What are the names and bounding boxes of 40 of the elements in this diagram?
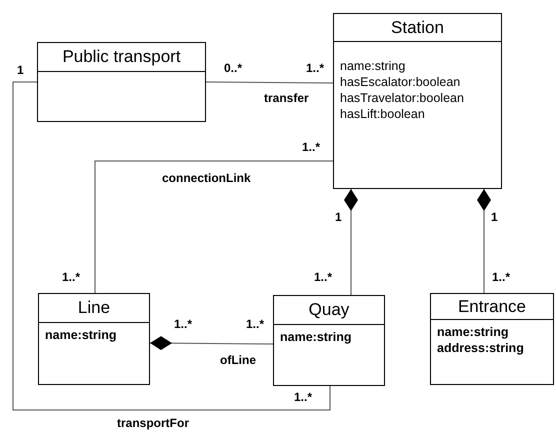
class-box <box>430 293 554 385</box>
multiplicity-label: 1 <box>491 210 498 224</box>
class-box <box>37 42 206 122</box>
multiplicity-label: 1 <box>335 210 342 224</box>
class-name: Quay <box>308 300 350 319</box>
attribute-text: hasLift:boolean <box>340 106 425 122</box>
attribute-text: hasTravelator:boolean <box>340 90 464 106</box>
association-line <box>94 160 334 294</box>
multiplicity-label: 1..* <box>302 140 320 154</box>
class-box <box>38 293 150 385</box>
attribute-text: address:string <box>437 340 524 356</box>
multiplicity-label: 1..* <box>306 61 324 75</box>
multiplicity-label: 1..* <box>492 270 510 284</box>
attribute-text: name:string <box>280 329 352 345</box>
multiplicity-label: 1..* <box>62 270 80 284</box>
association-line <box>12 82 330 410</box>
class-name: Station <box>391 18 444 37</box>
class-name: Public transport <box>62 47 181 66</box>
class-name: Line <box>78 298 110 317</box>
class-box <box>273 295 385 386</box>
attribute-text: hasEscalator:boolean <box>340 74 460 90</box>
attribute-text: name:string <box>437 324 509 340</box>
multiplicity-label: 1..* <box>246 317 264 331</box>
edge-label: ofLine <box>218 353 258 367</box>
edge-label: connectionLink <box>160 171 253 185</box>
multiplicity-label: 1 <box>17 63 24 77</box>
multiplicity-label: 0..* <box>224 61 242 75</box>
composition-line <box>150 336 274 350</box>
edge-label: transportFor <box>115 416 191 430</box>
edge-label: transfer <box>262 91 311 105</box>
attribute-text: name:string <box>340 58 406 74</box>
composition-line <box>477 188 491 294</box>
class-box <box>333 13 502 189</box>
multiplicity-label: 1..* <box>294 390 312 404</box>
association-line <box>206 82 334 84</box>
attribute-text: name:string <box>45 327 117 343</box>
multiplicity-label: 1..* <box>174 317 192 331</box>
multiplicity-label: 1..* <box>314 270 332 284</box>
class-name: Entrance <box>458 297 526 316</box>
composition-line <box>344 188 358 296</box>
